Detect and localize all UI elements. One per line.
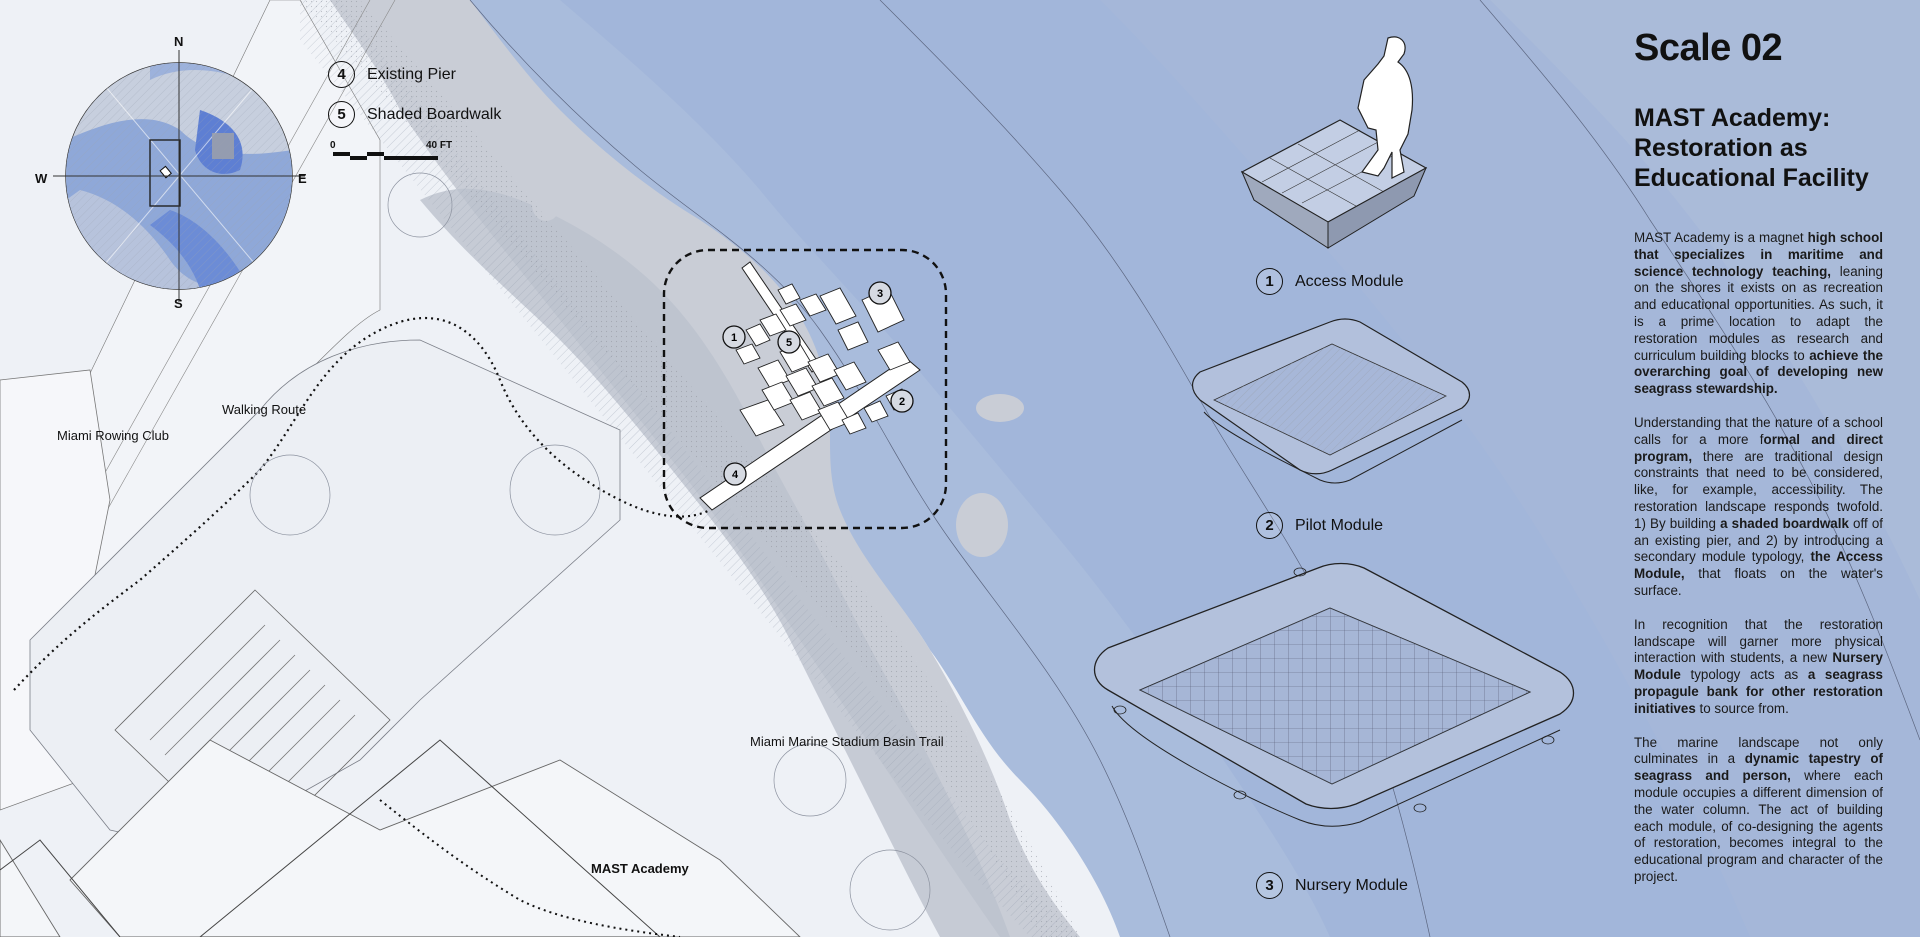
channel-band — [1490, 0, 1920, 600]
site-marker-2: 2 — [890, 389, 914, 413]
depth-contour — [1479, 0, 1920, 741]
body-text: typology acts as — [1680, 667, 1808, 683]
site-marker-5: 5 — [777, 330, 801, 354]
site-marker-2-label: 2 — [899, 396, 905, 408]
emphasis-text: Nursery Module — [1634, 650, 1883, 683]
legend-existing-pier: 4 Existing Pier — [328, 61, 456, 88]
legend-number: 5 — [328, 101, 355, 128]
module-label: Pilot Module — [1295, 516, 1384, 534]
emphasis-text: ormal and direct program, — [1634, 431, 1883, 464]
body-text: The marine landscape not only culminates… — [1634, 734, 1883, 767]
walking-route-label: Walking Route — [222, 402, 307, 417]
module-label: Access Module — [1295, 272, 1404, 290]
description-paragraph: Understanding that the nature of a schoo… — [1634, 415, 1883, 600]
site-markers: 1 2 3 4 5 — [722, 281, 914, 486]
site-focus-frame — [662, 248, 948, 530]
body-text: there are traditional design constraints… — [1634, 448, 1883, 531]
compass-west: W — [35, 171, 48, 186]
body-text: In recognition that the restoration land… — [1634, 616, 1883, 666]
compass-globe — [53, 50, 305, 302]
seagrass-island — [956, 493, 1008, 557]
legend-label: Shaded Boardwalk — [367, 105, 502, 123]
module-number: 3 — [1256, 872, 1283, 899]
nursery-module-drawing — [1093, 562, 1575, 827]
body-text: to source from. — [1695, 700, 1789, 716]
body-text: off of an existing pier, and 2) by intro… — [1634, 515, 1883, 565]
body-text: Understanding that the nature of a schoo… — [1634, 414, 1883, 447]
description-paragraph: In recognition that the restoration land… — [1634, 617, 1883, 718]
legend-number: 4 — [328, 61, 355, 88]
depth-contour — [469, 0, 1171, 937]
site-marker-4-label: 4 — [732, 469, 739, 481]
beach-strip — [300, 0, 1080, 937]
module-nursery: 3 Nursery Module — [1256, 872, 1408, 899]
description-text: MAST Academy is a magnet high school tha… — [1634, 230, 1883, 903]
rowing-club-label: Miami Rowing Club — [57, 428, 169, 443]
emphasis-text: high school that specializes in maritime… — [1634, 230, 1883, 279]
site-marker-1: 1 — [722, 325, 746, 349]
seagrass-island — [976, 394, 1024, 422]
compass-south: S — [174, 296, 183, 311]
scale-start: 0 — [330, 140, 336, 151]
module-number: 2 — [1256, 512, 1283, 539]
page-title: MAST Academy: Restoration as Educational… — [1634, 104, 1869, 192]
description-paragraph: The marine landscape not only culminates… — [1634, 735, 1883, 886]
emphasis-text: a shaded boardwalk — [1720, 515, 1849, 531]
legend-shaded-boardwalk: 5 Shaded Boardwalk — [328, 101, 501, 128]
module-label: Nursery Module — [1295, 876, 1408, 894]
module-number: 1 — [1256, 268, 1283, 295]
walking-route — [13, 316, 711, 691]
module-cluster — [735, 283, 911, 437]
compass-north: N — [174, 34, 184, 49]
building-outline — [0, 839, 121, 937]
site-marker-4: 4 — [723, 462, 747, 486]
mast-academy-label: MAST Academy — [591, 861, 689, 876]
compass-east: E — [298, 171, 307, 186]
emphasis-text: achieve the overarching goal of developi… — [1634, 347, 1884, 397]
body-text: that floats on the water's surface. — [1634, 566, 1883, 598]
site-marker-5-label: 5 — [786, 337, 792, 349]
campus-block — [29, 339, 621, 851]
tree-symbols — [249, 172, 931, 931]
description-paragraph: MAST Academy is a magnet high school tha… — [1634, 230, 1883, 398]
body-text: where each module occupies a different d… — [1634, 768, 1884, 884]
emphasis-text: dynamic tapestry of seagrass and person, — [1634, 751, 1883, 784]
module-pilot: 2 Pilot Module — [1256, 512, 1383, 539]
seagrass-island — [788, 482, 812, 498]
body-text: MAST Academy is a magnet — [1634, 230, 1808, 245]
stadium-trail-label: Miami Marine Stadium Basin Trail — [750, 734, 944, 749]
site-marker-3-label: 3 — [877, 288, 883, 300]
pilot-module-drawing — [1191, 318, 1471, 484]
emphasis-text: the Access Module, — [1634, 549, 1883, 582]
site-marker-1-label: 1 — [731, 332, 737, 344]
site-marker-3: 3 — [868, 281, 892, 305]
tidal-flat — [420, 188, 1010, 937]
legend-label: Existing Pier — [367, 65, 456, 83]
body-text: leaning on the shores it exists on as re… — [1634, 263, 1883, 363]
mast-academy-block — [0, 739, 801, 937]
scale-bar — [333, 152, 438, 160]
mast-building-outline — [199, 739, 661, 937]
scale-title: Scale 02 — [1634, 27, 1783, 69]
emphasis-text: a seagrass propagule bank for other rest… — [1634, 667, 1883, 716]
seawall — [300, 0, 1080, 937]
scale-end: 40 FT — [426, 140, 453, 151]
access-module-drawing — [1240, 36, 1428, 249]
module-access: 1 Access Module — [1256, 268, 1404, 295]
